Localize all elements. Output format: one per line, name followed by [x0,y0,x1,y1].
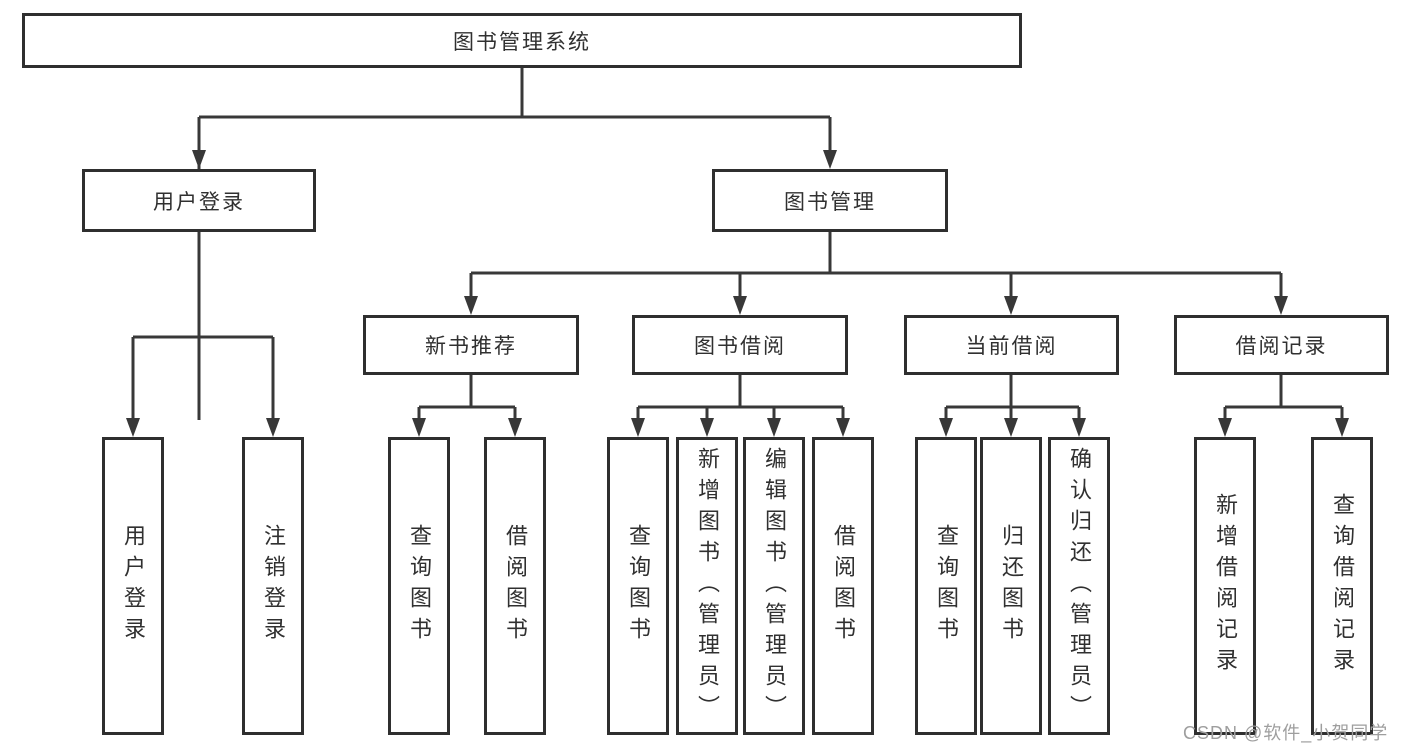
leaf-query-books-current: 查询图书 [915,437,977,735]
leaf-add-borrow-record: 新增借阅记录 [1194,437,1256,735]
csdn-watermark: CSDN @软件_小贺同学 [1183,723,1389,743]
leaf-label: 查询图书 [407,524,432,648]
leaf-label: 新增借阅记录 [1213,493,1238,679]
leaf-borrow-books-recommend: 借阅图书 [484,437,546,735]
leaf-label: 用户登录 [121,524,146,648]
node-label: 图书管理系统 [453,30,591,54]
leaf-edit-book-admin: 编辑图书（管理员） [743,437,805,735]
leaf-label: 借阅图书 [503,524,528,648]
leaf-label: 查询借阅记录 [1330,493,1355,679]
node-book-management: 图书管理 [712,169,948,232]
leaf-add-book-admin: 新增图书（管理员） [676,437,738,735]
node-label: 图书借阅 [694,335,786,358]
node-user-login: 用户登录 [82,169,316,232]
leaf-label: 注销登录 [261,524,286,648]
leaf-query-books-borrow: 查询图书 [607,437,669,735]
leaf-user-login: 用户登录 [102,437,164,735]
leaf-label: 借阅图书 [831,524,856,648]
leaf-logout: 注销登录 [242,437,304,735]
leaf-label: 归还图书 [999,524,1024,648]
node-label: 新书推荐 [425,335,517,358]
leaf-label: 查询图书 [934,524,959,648]
leaf-return-books: 归还图书 [980,437,1042,735]
node-new-book-recommend: 新书推荐 [363,315,579,375]
leaf-label: 查询图书 [626,524,651,648]
node-book-borrow: 图书借阅 [632,315,848,375]
node-label: 当前借阅 [965,335,1058,358]
node-current-borrow: 当前借阅 [904,315,1119,375]
node-label: 用户登录 [153,190,245,214]
node-library-management-system: 图书管理系统 [22,13,1022,68]
node-label: 图书管理 [784,190,876,214]
leaf-query-books-recommend: 查询图书 [388,437,450,735]
node-borrow-records: 借阅记录 [1174,315,1389,375]
leaf-label: 编辑图书（管理员） [762,446,787,726]
leaf-label: 确认归还（管理员） [1067,446,1092,726]
node-label: 借阅记录 [1235,335,1328,358]
leaf-borrow-books: 借阅图书 [812,437,874,735]
leaf-query-borrow-record: 查询借阅记录 [1311,437,1373,735]
leaf-label: 新增图书（管理员） [695,446,720,726]
leaf-confirm-return-admin: 确认归还（管理员） [1048,437,1110,735]
